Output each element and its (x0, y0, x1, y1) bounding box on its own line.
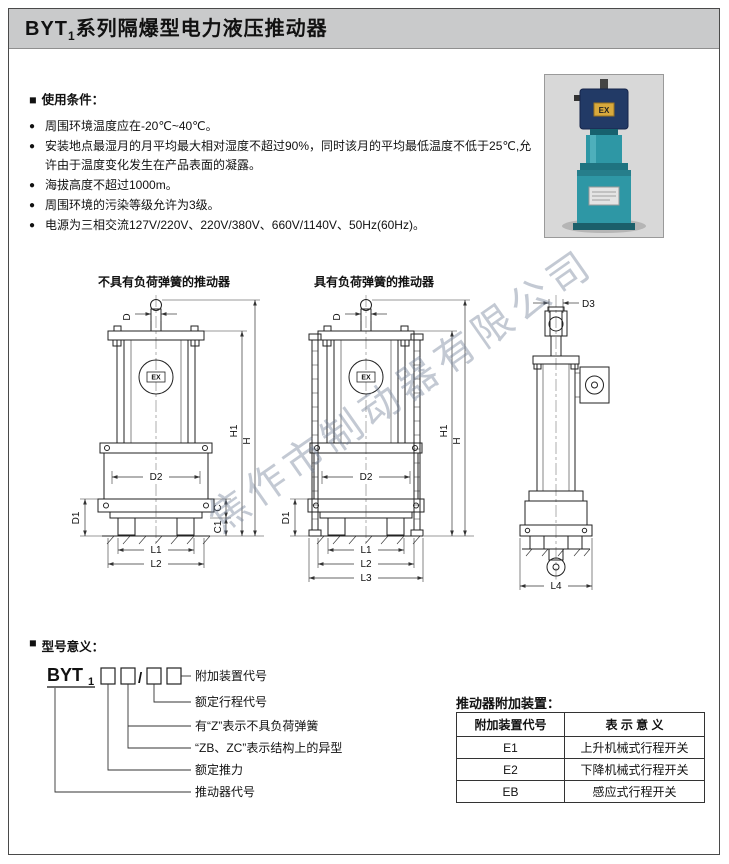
bullet-icon: ● (29, 220, 36, 231)
model-code-prefix: BYT (47, 665, 83, 685)
col-header-meaning: 表 示 意 义 (564, 712, 705, 737)
dim-label-h1: H1 (439, 424, 450, 437)
drawing-no-load-spring: D EX (71, 295, 264, 571)
drawing-side-view: D3 (519, 295, 610, 593)
dim-label-c: C (213, 504, 224, 511)
product-photo: EX (544, 74, 664, 238)
cell-code: E2 (456, 758, 565, 781)
dim-label-d2: D2 (360, 472, 373, 483)
drawing-caption-with-spring: 具有负荷弹簧的推动器 (313, 275, 434, 289)
condition-item: ● 周围环境的污染等级允许为3级。 (29, 196, 534, 215)
ex-badge-label: EX (599, 106, 610, 115)
page-title: BYT1系列隔爆型电力液压推动器 (9, 9, 719, 49)
dim-label-d2: D2 (150, 472, 163, 483)
dim-label-l3: L3 (360, 573, 372, 584)
condition-text: 周围环境的污染等级允许为3级。 (45, 198, 220, 212)
model-code-subscript: 1 (88, 676, 94, 688)
model-label-rated-thrust: 额定推力 (195, 762, 243, 777)
table-row: E1 上升机械式行程开关 (456, 736, 705, 759)
condition-text: 安装地点最湿月的月平均最大相对湿度不超过90%，同时该月的平均最低温度不低于25… (45, 139, 532, 172)
model-slash: / (138, 670, 143, 687)
model-code: BYT 1 / (47, 665, 182, 688)
drawing-with-load-spring: D EX (281, 295, 474, 585)
dim-label-l2: L2 (360, 559, 372, 570)
model-label-zbzc-note: “ZB、ZC”表示结构上的异型 (195, 740, 342, 755)
conditions-heading-text: 使用条件： (41, 93, 105, 107)
model-label-thruster-code: 推动器代号 (195, 785, 255, 799)
dim-label-l2: L2 (150, 559, 162, 570)
accessory-table: 附加装置代号 表 示 意 义 E1 上升机械式行程开关 E2 下降机械式行程开关… (456, 712, 705, 803)
dim-label-l4: L4 (550, 581, 562, 592)
bullet-icon: ● (29, 180, 36, 191)
square-marker-icon: ■ (29, 636, 37, 650)
title-subscript: 1 (68, 29, 76, 43)
bullet-icon: ● (29, 121, 36, 132)
motor-ex-label: EX (151, 375, 161, 382)
condition-item: ● 电源为三相交流127V/220V、220V/380V、660V/1140V、… (29, 216, 534, 235)
model-label-z-note: 有“Z”表示不具负荷弹簧 (195, 718, 318, 733)
dim-label-d: D (122, 313, 133, 320)
condition-item: ● 安装地点最湿月的月平均最大相对湿度不超过90%，同时该月的平均最低温度不低于… (29, 137, 534, 175)
cell-code: E1 (456, 736, 565, 759)
table-row: E2 下降机械式行程开关 (456, 758, 705, 781)
conditions-heading: ■ 使用条件： (29, 89, 534, 108)
col-header-code: 附加装置代号 (456, 712, 565, 737)
dim-label-d3: D3 (582, 299, 595, 310)
condition-text: 电源为三相交流127V/220V、220V/380V、660V/1140V、50… (45, 218, 425, 232)
dim-label-d1: D1 (281, 511, 292, 524)
product-photo-art: EX (545, 75, 663, 237)
conduit (574, 95, 582, 101)
table-row: EB 感应式行程开关 (456, 780, 705, 803)
bullet-icon: ● (29, 141, 36, 152)
dim-label-c1: C1 (213, 520, 224, 533)
dim-label-d1: D1 (71, 511, 82, 524)
square-marker-icon: ■ (29, 93, 37, 107)
top-bolt (600, 79, 608, 91)
model-meaning-heading: ■ 型号意义： (29, 636, 104, 655)
title-rest: 系列隔爆型电力液压推动器 (75, 18, 328, 40)
model-code-diagram: BYT 1 / 附加装置代号 额定行程代号 有“Z”表示不具负荷弹簧 “ZB、Z… (47, 665, 342, 799)
usage-conditions: ■ 使用条件： ● 周围环境温度应在-20℃~40℃。 ● 安装地点最湿月的月平… (29, 89, 534, 236)
page-frame: BYT1系列隔爆型电力液压推动器 EX (8, 8, 720, 855)
dim-label-h1: H1 (229, 424, 240, 437)
dim-label-h: H (242, 437, 253, 444)
ex-badge (593, 102, 615, 117)
cell-meaning: 上升机械式行程开关 (564, 736, 705, 759)
dim-label-h: H (452, 437, 463, 444)
dim-label-l1: L1 (360, 545, 372, 556)
motor-ex-label: EX (361, 375, 371, 382)
condition-item: ● 周围环境温度应在-20℃~40℃。 (29, 117, 534, 136)
model-label-stroke-code: 额定行程代号 (195, 694, 267, 709)
accessory-table-heading: 推动器附加装置： (456, 696, 561, 711)
cell-meaning: 下降机械式行程开关 (564, 758, 705, 781)
condition-text: 海拔高度不超过1000m。 (45, 178, 178, 192)
bullet-icon: ● (29, 200, 36, 211)
cell-code: EB (456, 780, 565, 803)
model-heading-text: 型号意义： (41, 640, 105, 654)
condition-text: 周围环境温度应在-20℃~40℃。 (45, 119, 218, 133)
cell-meaning: 感应式行程开关 (564, 780, 705, 803)
table-header-row: 附加装置代号 表 示 意 义 (456, 712, 705, 737)
title-prefix: BYT (25, 18, 68, 40)
dim-label-l1: L1 (150, 545, 162, 556)
condition-item: ● 海拔高度不超过1000m。 (29, 176, 534, 195)
technical-drawings: D EX (71, 295, 610, 593)
dim-label-d: D (332, 313, 343, 320)
drawing-caption-no-spring: 不具有负荷弹簧的推动器 (97, 275, 230, 289)
model-label-accessory-code: 附加装置代号 (195, 669, 267, 683)
